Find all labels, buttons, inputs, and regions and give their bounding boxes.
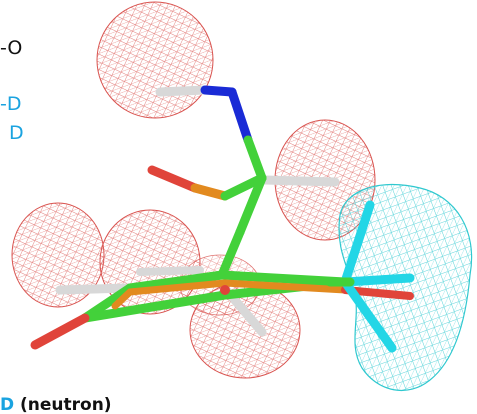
label-d-upper: -D (0, 93, 22, 115)
bond-ring-orange-1 (126, 279, 229, 296)
bond-h-right (260, 175, 340, 187)
bond-ring-orange-3 (111, 288, 134, 310)
label-bottom-d: D (0, 395, 14, 414)
bond-ring-o (30, 313, 90, 350)
bond-h-top (155, 85, 210, 97)
label-d-lower: D (9, 122, 24, 144)
molecule-sticks (30, 85, 415, 353)
bond-d-right (340, 273, 415, 287)
label-o: -O (0, 37, 22, 59)
bond-h-left (55, 283, 135, 295)
ring-center-oxygen (220, 285, 230, 295)
bond-c-ca (220, 173, 267, 201)
bond-d-down (340, 277, 397, 353)
bond-ca-n (243, 135, 267, 183)
bond-c-c (190, 183, 230, 201)
label-neutron: (neutron) (20, 395, 112, 414)
bond-cb-ring (217, 227, 245, 280)
bond-ring-orange-2 (221, 279, 349, 294)
bond-d-up (340, 200, 375, 287)
bond-h-center (136, 266, 204, 276)
bond-n-h (200, 85, 237, 97)
mesh-blob-top (96, 1, 214, 119)
bond-ring-4 (80, 290, 230, 323)
bond-n-c (227, 87, 253, 145)
bond-ca-cb (235, 173, 267, 237)
bond-ring-1 (125, 270, 227, 293)
bond-h-bottom (223, 287, 267, 337)
bond-o-c (147, 165, 200, 193)
